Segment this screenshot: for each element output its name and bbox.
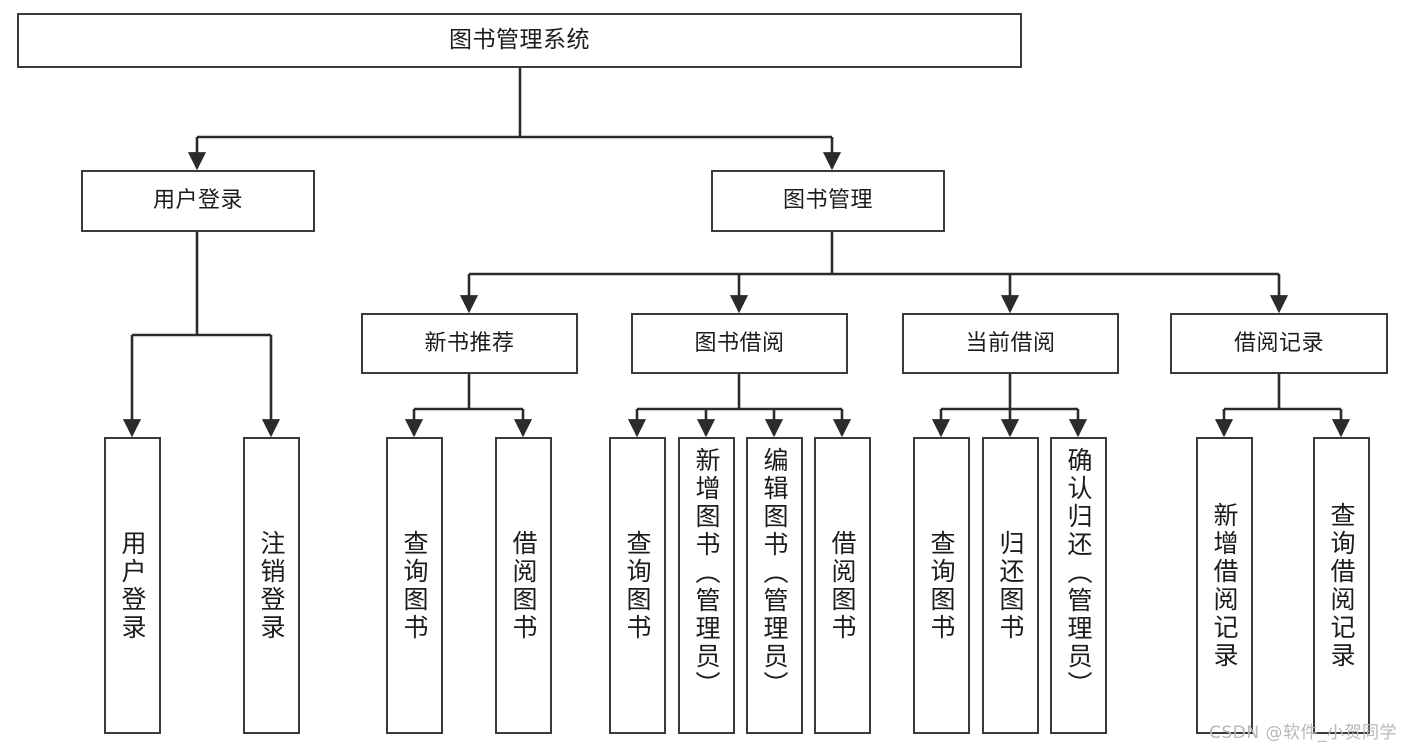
node-leaf-edit-book-label: 编辑图书（管理员） [760, 447, 789, 699]
node-leaf-return-book[interactable]: 归还图书 [982, 437, 1039, 734]
node-root-label: 图书管理系统 [449, 26, 590, 53]
node-leaf-return-book-label: 归还图书 [996, 529, 1025, 642]
node-book-borrow[interactable]: 图书借阅 [631, 313, 848, 374]
node-leaf-add-book[interactable]: 新增图书（管理员） [678, 437, 735, 734]
node-book-borrow-label: 图书借阅 [694, 330, 785, 356]
node-leaf-user-login[interactable]: 用户登录 [104, 437, 161, 734]
node-borrow-record-label: 借阅记录 [1233, 330, 1324, 356]
node-leaf-confirm-return[interactable]: 确认归还（管理员） [1050, 437, 1107, 734]
node-root[interactable]: 图书管理系统 [17, 13, 1022, 68]
node-user-login-label: 用户登录 [152, 188, 243, 214]
node-leaf-query-book-3[interactable]: 查询图书 [913, 437, 970, 734]
node-leaf-query-book-1[interactable]: 查询图书 [386, 437, 443, 734]
node-leaf-borrow-book-1[interactable]: 借阅图书 [495, 437, 552, 734]
node-new-book-recommend-label: 新书推荐 [424, 330, 515, 356]
node-current-borrow-label: 当前借阅 [965, 330, 1056, 356]
node-leaf-query-book-2[interactable]: 查询图书 [609, 437, 666, 734]
node-leaf-add-book-label: 新增图书（管理员） [692, 447, 721, 699]
node-current-borrow[interactable]: 当前借阅 [902, 313, 1119, 374]
node-leaf-query-book-2-label: 查询图书 [623, 529, 652, 642]
node-book-management-label: 图书管理 [782, 188, 873, 214]
node-leaf-query-record-label: 查询借阅记录 [1327, 501, 1356, 670]
node-leaf-logout-login[interactable]: 注销登录 [243, 437, 300, 734]
node-user-login[interactable]: 用户登录 [81, 170, 315, 232]
node-leaf-add-record-label: 新增借阅记录 [1210, 501, 1239, 670]
node-leaf-user-login-label: 用户登录 [118, 529, 147, 642]
node-leaf-query-book-1-label: 查询图书 [400, 529, 429, 642]
node-borrow-record[interactable]: 借阅记录 [1170, 313, 1388, 374]
node-leaf-logout-login-label: 注销登录 [257, 529, 286, 642]
node-leaf-borrow-book-2-label: 借阅图书 [828, 529, 857, 642]
node-leaf-add-record[interactable]: 新增借阅记录 [1196, 437, 1253, 734]
node-leaf-borrow-book-2[interactable]: 借阅图书 [814, 437, 871, 734]
node-leaf-query-book-3-label: 查询图书 [927, 529, 956, 642]
node-leaf-query-record[interactable]: 查询借阅记录 [1313, 437, 1370, 734]
node-leaf-edit-book[interactable]: 编辑图书（管理员） [746, 437, 803, 734]
node-leaf-borrow-book-1-label: 借阅图书 [509, 529, 538, 642]
watermark: CSDN @软件_小贺同学 [1209, 723, 1397, 743]
node-leaf-confirm-return-label: 确认归还（管理员） [1064, 447, 1093, 699]
node-new-book-recommend[interactable]: 新书推荐 [361, 313, 578, 374]
node-book-management[interactable]: 图书管理 [711, 170, 945, 232]
